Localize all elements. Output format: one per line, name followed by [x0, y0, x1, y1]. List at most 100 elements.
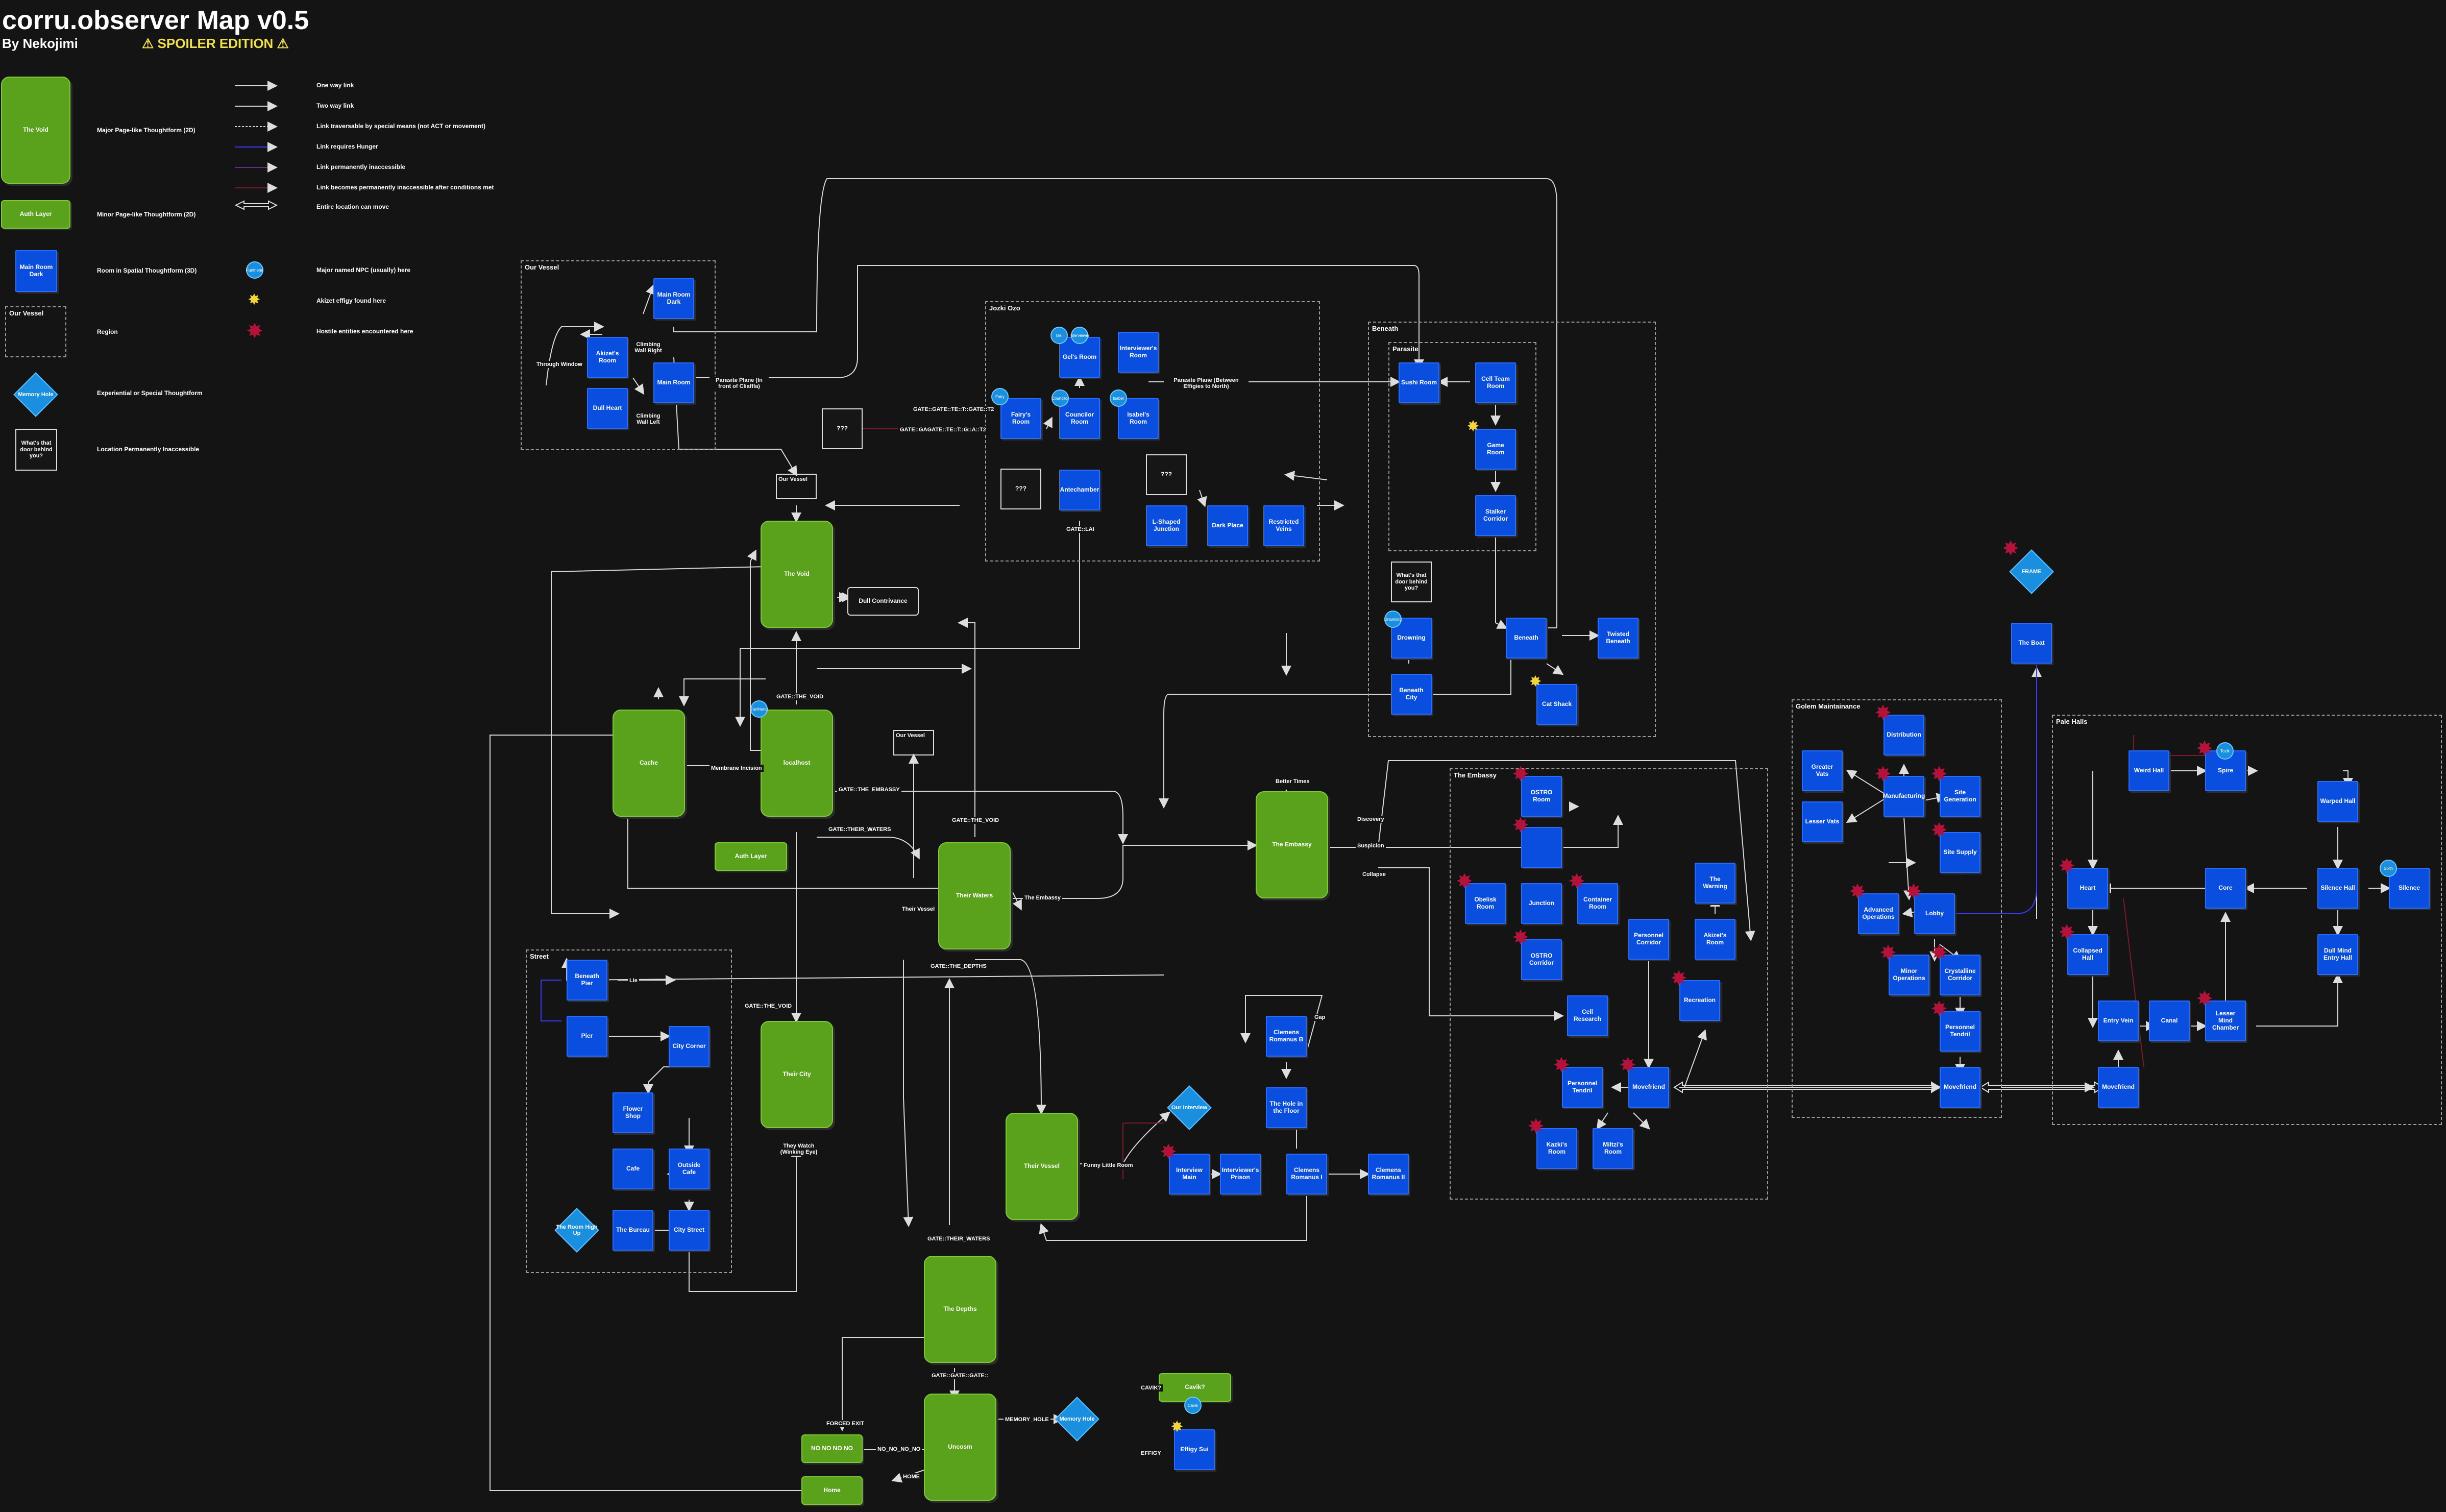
room-ostro-corridor[interactable]: OSTRO Corridor [1521, 939, 1562, 980]
room-stalker-corridor[interactable]: Stalker Corridor [1475, 495, 1516, 536]
room-dull-heart[interactable]: Dull Heart [587, 388, 628, 429]
room-city-street[interactable]: City Street [669, 1210, 710, 1251]
room-movefriend-golem[interactable]: Movefriend [1940, 1067, 1980, 1108]
node-auth-layer[interactable]: Auth Layer [715, 842, 787, 871]
node-dull-contrivance[interactable]: Dull Contrivance [847, 587, 919, 616]
room-embassy-unlabeled[interactable] [1521, 827, 1562, 868]
room-ostro-room[interactable]: OSTRO Room [1521, 776, 1562, 817]
room-city-corner[interactable]: City Corner [669, 1026, 710, 1067]
room-movefriend[interactable]: Movefriend [1628, 1067, 1669, 1108]
node-their-city[interactable]: Their City [761, 1021, 833, 1128]
room-weird-hall[interactable]: Weird Hall [2129, 750, 2169, 791]
room-manufacturing[interactable]: Manufacturing [1883, 776, 1925, 817]
room-main-room-dark[interactable]: Main Room Dark [653, 278, 694, 319]
room-recreation[interactable]: Recreation [1679, 980, 1720, 1021]
room-outside-cafe[interactable]: Outside Cafe [669, 1149, 710, 1189]
room-game-room[interactable]: Game Room [1475, 429, 1516, 470]
room-isabels-room[interactable]: Isabel's Room [1118, 398, 1159, 439]
room-interview-main[interactable]: Interview Main [1169, 1154, 1210, 1194]
room-canal[interactable]: Canal [2149, 1001, 2190, 1041]
room-fairys-room[interactable]: Fairy's Room [1000, 398, 1041, 439]
room-restricted-veins[interactable]: Restricted Veins [1263, 505, 1304, 546]
node-memory-hole[interactable]: Memory Hole [1054, 1396, 1100, 1442]
room-pier[interactable]: Pier [567, 1016, 607, 1057]
room-entry-vein[interactable]: Entry Vein [2098, 1001, 2139, 1041]
room-twisted-beneath[interactable]: Twisted Beneath [1598, 618, 1638, 659]
region-pale-halls: Pale Halls [2052, 715, 2442, 1125]
room-beneath-pier[interactable]: Beneath Pier [567, 960, 607, 1001]
room-obelisk-room[interactable]: Obelisk Room [1465, 883, 1506, 924]
node-the-embassy[interactable]: The Embassy [1256, 791, 1328, 898]
room-lobby[interactable]: Lobby [1914, 893, 1955, 934]
node-room-high-up[interactable]: The Room High Up [554, 1207, 600, 1253]
node-the-depths[interactable]: The Depths [924, 1256, 996, 1363]
legend-text: Link becomes permanently inaccessible af… [316, 184, 494, 191]
room-silence[interactable]: Silence [2389, 868, 2430, 909]
node-cache[interactable]: Cache [613, 710, 685, 817]
node-home[interactable]: Home [801, 1476, 863, 1505]
room-the-bureau[interactable]: The Bureau [613, 1210, 653, 1251]
room-cafe[interactable]: Cafe [613, 1149, 653, 1189]
room-akizets-room[interactable]: Akizet's Room [587, 337, 628, 378]
room-the-warning[interactable]: The Warning [1695, 863, 1735, 904]
room-silence-hall[interactable]: Silence Hall [2317, 868, 2358, 909]
node-their-vessel[interactable]: Their Vessel [1006, 1113, 1078, 1220]
node-no-no-no-no[interactable]: NO NO NO NO [801, 1434, 863, 1463]
room-kazkis-room[interactable]: Kazki's Room [1536, 1128, 1577, 1169]
room-miltzis-room[interactable]: Miltzi's Room [1593, 1128, 1633, 1169]
room-clemens-romanus-i[interactable]: Clemens Romanus I [1286, 1154, 1327, 1194]
room-clemens-romanus-ii[interactable]: Clemens Romanus II [1368, 1154, 1409, 1194]
room-main-room[interactable]: Main Room [653, 362, 694, 403]
room-site-generation[interactable]: Site Generation [1940, 776, 1980, 817]
room-cat-shack[interactable]: Cat Shack [1536, 684, 1577, 725]
room-advanced-operations[interactable]: Advanced Operations [1858, 893, 1899, 934]
room-cell-research[interactable]: Cell Research [1567, 995, 1608, 1036]
room-heart[interactable]: Heart [2067, 868, 2108, 909]
room-personnel-tendril[interactable]: Personnel Tendril [1562, 1067, 1603, 1108]
room-distribution[interactable]: Distribution [1884, 715, 1924, 755]
room-interviewers-prison[interactable]: Interviewer's Prison [1220, 1154, 1261, 1194]
room-greater-vats[interactable]: Greater Vats [1802, 750, 1843, 791]
room-lesser-vats[interactable]: Lesser Vats [1802, 801, 1843, 842]
room-sushi-room[interactable]: Sushi Room [1399, 362, 1439, 403]
room-akizets-room-embassy[interactable]: Akizet's Room [1695, 919, 1735, 960]
room-minor-operations[interactable]: Minor Operations [1889, 955, 1929, 995]
legend-region-sample: Our Vessel [5, 306, 66, 357]
room-core[interactable]: Core [2205, 868, 2246, 909]
node-frame[interactable]: FRAME [2009, 549, 2054, 595]
room-interviewers-room[interactable]: Interviewer's Room [1118, 332, 1159, 373]
room-lesser-mind-chamber[interactable]: Lesser Mind Chamber [2205, 1001, 2246, 1041]
room-personnel-corridor[interactable]: Personnel Corridor [1628, 919, 1669, 960]
room-hole-in-floor[interactable]: The Hole in the Floor [1266, 1087, 1307, 1128]
room-flower-shop[interactable]: Flower Shop [613, 1092, 653, 1133]
room-container-room[interactable]: Container Room [1577, 883, 1618, 924]
room-dull-mind-entry-hall[interactable]: Dull Mind Entry Hall [2317, 934, 2358, 975]
node-our-vessel-small-2[interactable]: Our Vessel [893, 730, 934, 755]
edge-label: GATE::THEIR_WATERS [827, 826, 893, 833]
room-crystalline-corridor[interactable]: Crystalline Corridor [1940, 955, 1980, 995]
room-cell-team-room[interactable]: Cell Team Room [1475, 362, 1516, 403]
room-antechamber[interactable]: Antechamber [1059, 470, 1100, 510]
room-drowning[interactable]: Drowning [1391, 618, 1432, 659]
node-our-interview[interactable]: Our Interview [1166, 1085, 1212, 1131]
node-the-void[interactable]: The Void [761, 521, 833, 628]
room-movefriend-pale[interactable]: Movefriend [2098, 1067, 2139, 1108]
room-clemens-romanus-b[interactable]: Clemens Romanus B [1266, 1016, 1307, 1057]
room-site-supply[interactable]: Site Supply [1940, 832, 1980, 873]
node-their-waters[interactable]: Their Waters [938, 842, 1011, 949]
room-beneath[interactable]: Beneath [1506, 618, 1547, 659]
room-warped-hall[interactable]: Warped Hall [2317, 781, 2358, 822]
edge-label: Lie [628, 977, 639, 984]
node-localhost[interactable]: localhost [761, 710, 833, 817]
node-uncosm[interactable]: Uncosm [924, 1394, 996, 1501]
room-the-boat[interactable]: The Boat [2011, 623, 2052, 664]
room-l-shaped-junction[interactable]: L-Shaped Junction [1146, 505, 1187, 546]
room-collapsed-hall[interactable]: Collapsed Hall [2067, 934, 2108, 975]
room-personnel-tendril-golem[interactable]: Personnel Tendril [1940, 1011, 1980, 1052]
room-beneath-city[interactable]: Beneath City [1391, 674, 1432, 715]
node-our-vessel-small[interactable]: Our Vessel [776, 474, 817, 499]
room-effigy-sui[interactable]: Effigy Sui [1174, 1429, 1215, 1470]
room-councilor-room[interactable]: Councilor Room [1059, 398, 1100, 439]
room-junction[interactable]: Junction [1521, 883, 1562, 924]
room-dark-place[interactable]: Dark Place [1207, 505, 1248, 546]
